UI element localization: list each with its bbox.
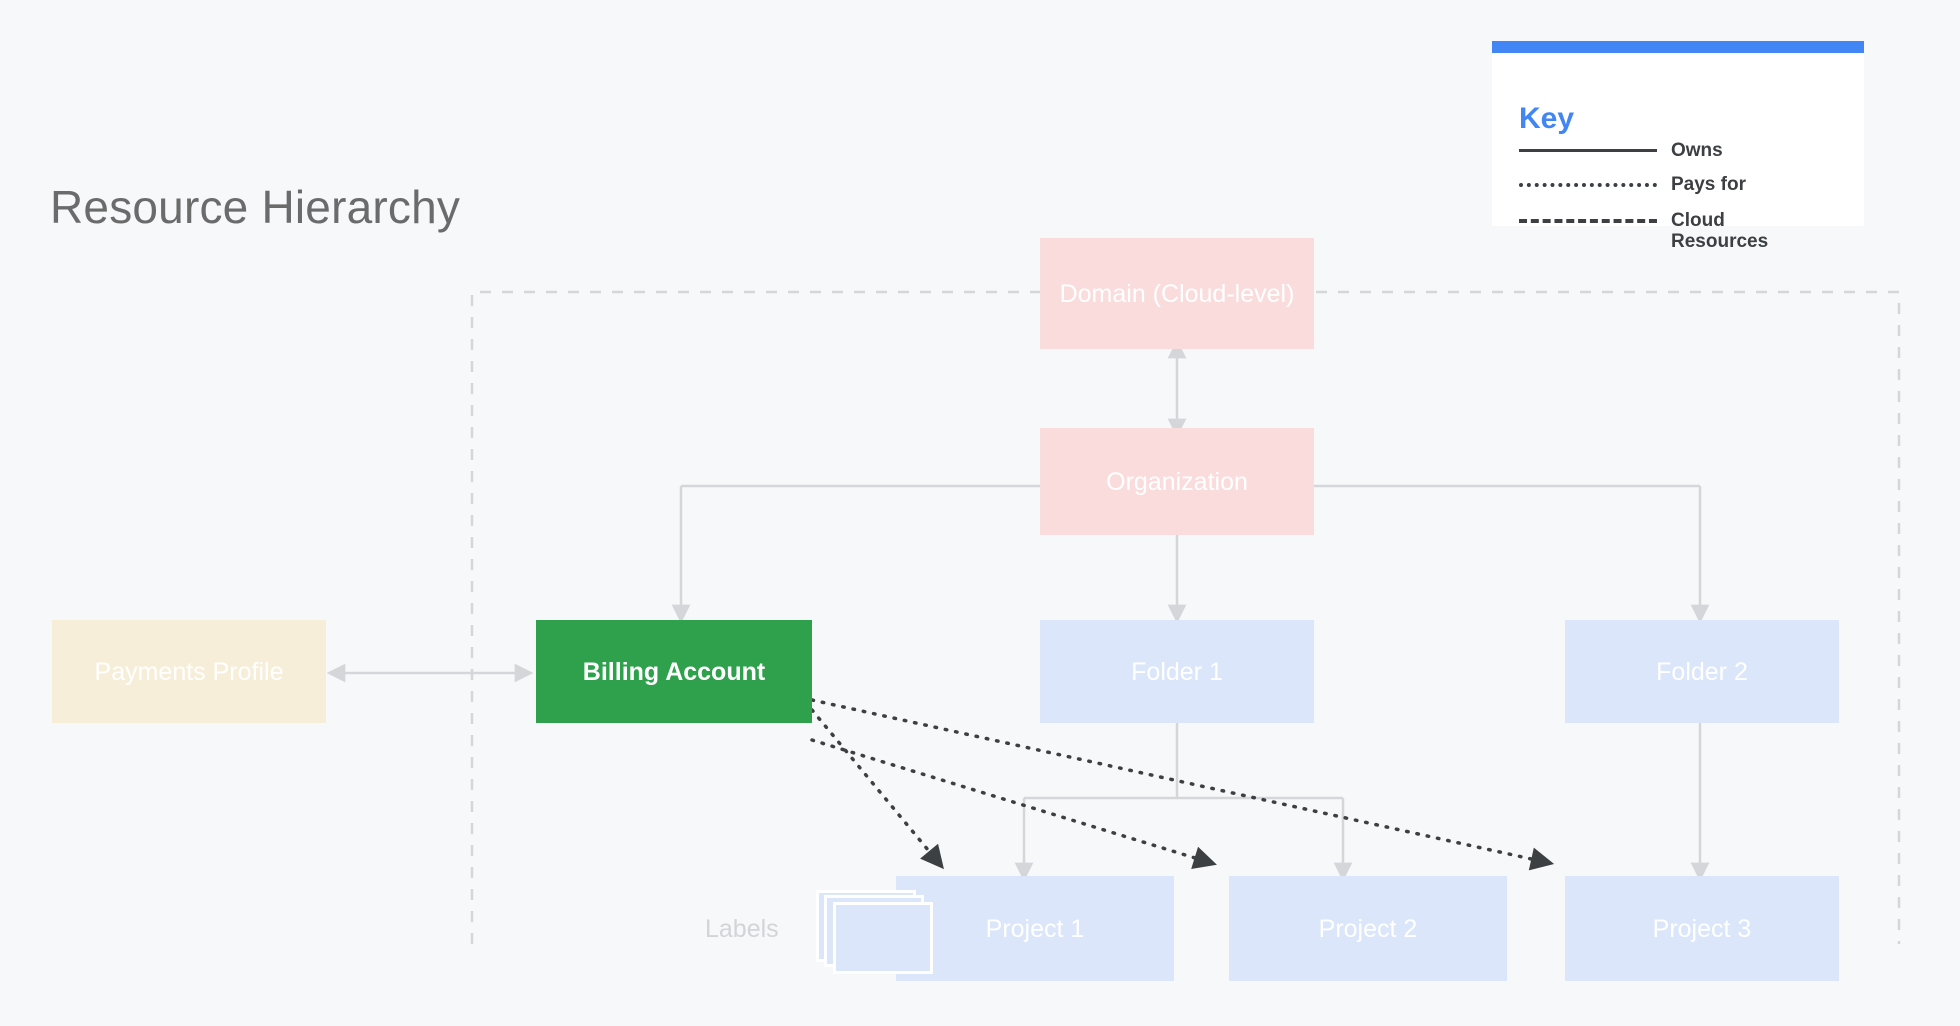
node-project-3[interactable]: Project 3 <box>1565 876 1839 981</box>
dotted-line-icon <box>1519 175 1657 193</box>
labels-sheet-front <box>833 902 933 974</box>
page-title: Resource Hierarchy <box>50 181 461 233</box>
dashed-line-icon <box>1519 211 1657 229</box>
connector-billing-account-project-2 <box>810 738 1217 870</box>
connector-billing-account-project-1 <box>810 708 944 870</box>
node-project-3-label: Project 3 <box>1652 914 1752 943</box>
key-row-pays-for: Pays for <box>1519 174 1849 213</box>
node-folder-1-label: Folder 1 <box>1131 657 1223 686</box>
node-project-1[interactable]: Project 1 <box>896 876 1174 981</box>
node-domain-label: Domain (Cloud-level) <box>1059 279 1295 308</box>
node-payments-profile[interactable]: Payments Profile <box>52 620 326 723</box>
node-project-1-label: Project 1 <box>985 914 1085 943</box>
node-billing-account[interactable]: Billing Account <box>536 620 812 723</box>
node-organization[interactable]: Organization <box>1040 428 1314 535</box>
key-label-cloud-resources: Cloud Resources <box>1671 210 1769 252</box>
key-label-owns: Owns <box>1671 140 1723 161</box>
node-folder-1[interactable]: Folder 1 <box>1040 620 1314 723</box>
key-row-owns: Owns <box>1519 140 1849 179</box>
node-folder-2-label: Folder 2 <box>1656 657 1748 686</box>
node-project-2-label: Project 2 <box>1318 914 1418 943</box>
node-payments-profile-label: Payments Profile <box>94 657 284 686</box>
key-label-pays-for: Pays for <box>1671 174 1746 195</box>
solid-line-icon <box>1519 141 1657 159</box>
key-accent-bar <box>1492 41 1864 53</box>
connector-folder-1-bus <box>1024 723 1343 800</box>
key-legend-card: Key Owns Pays for Cloud Resources <box>1492 41 1864 251</box>
key-row-cloud-resources: Cloud Resources <box>1519 210 1849 252</box>
cloud-resources-boundary <box>470 290 1901 944</box>
node-domain[interactable]: Domain (Cloud-level) <box>1040 238 1314 349</box>
node-organization-label: Organization <box>1106 467 1248 496</box>
node-folder-2[interactable]: Folder 2 <box>1565 620 1839 723</box>
node-project-2[interactable]: Project 2 <box>1229 876 1507 981</box>
node-billing-account-label: Billing Account <box>582 657 766 686</box>
connector-billing-account-project-3 <box>810 698 1555 871</box>
labels-stack-icon <box>816 890 936 976</box>
key-title: Key <box>1519 102 1575 135</box>
labels-caption: Labels <box>705 915 779 943</box>
